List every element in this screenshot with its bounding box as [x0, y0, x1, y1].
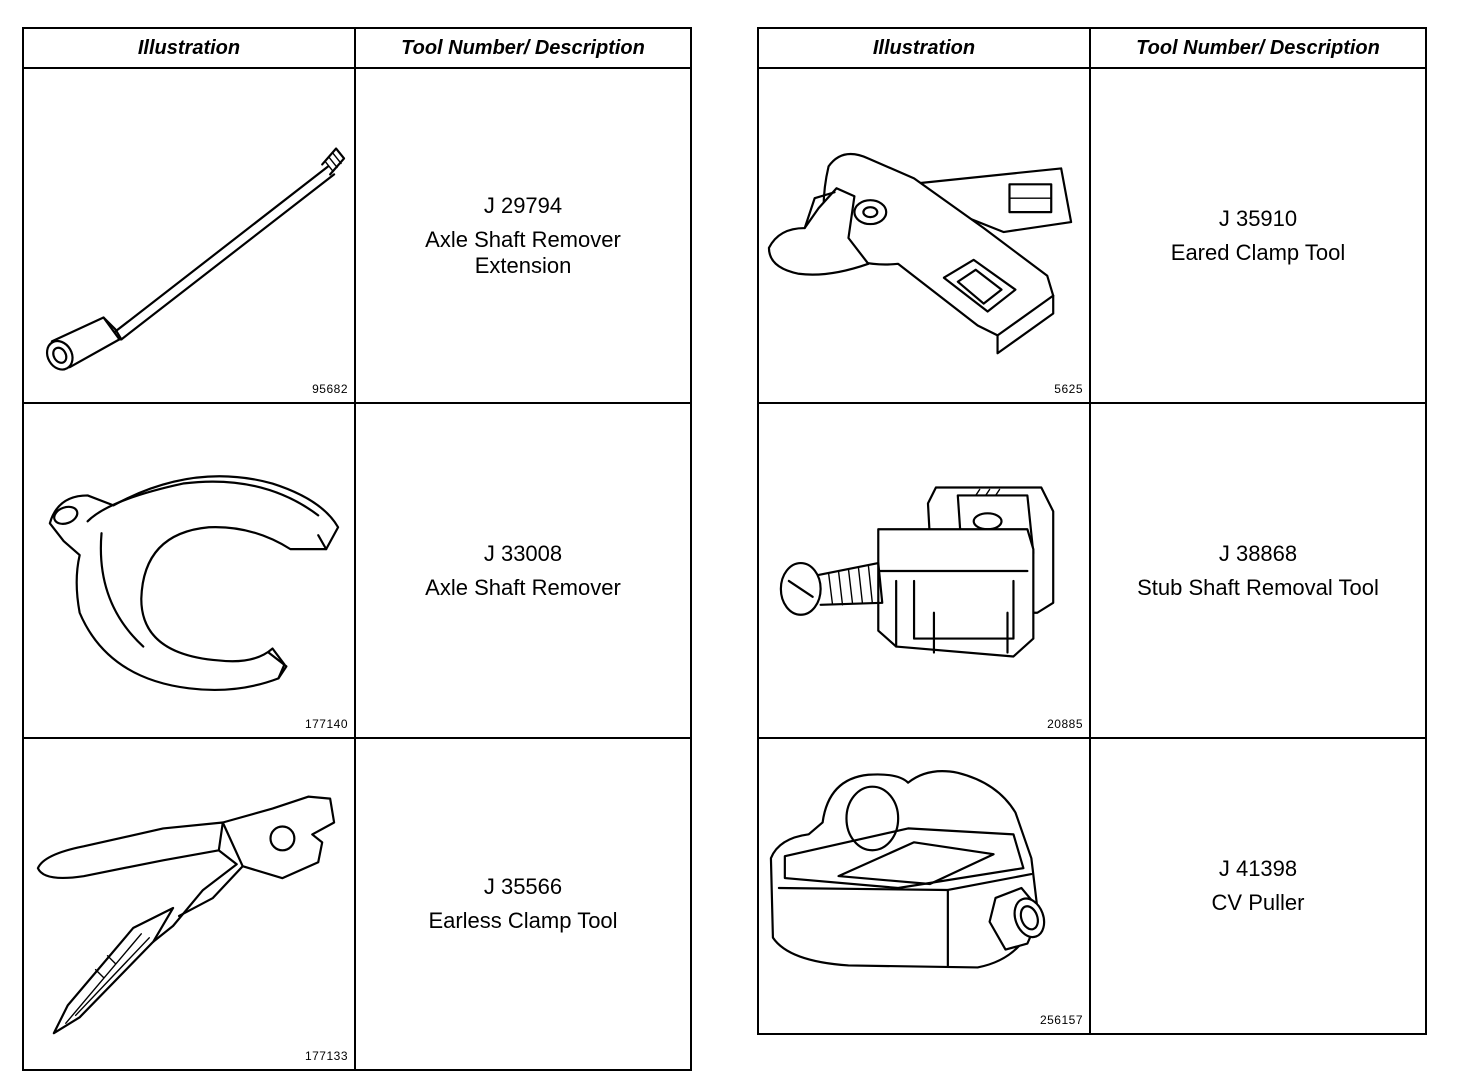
tool-name: Earless Clamp Tool	[428, 908, 618, 933]
description-column-header: Tool Number/ Description	[1089, 27, 1427, 69]
illustration-cell: 95682	[22, 67, 356, 404]
cv-puller-icon	[769, 770, 1046, 969]
tool-number: J 33008	[483, 540, 563, 566]
tool-name: Axle Shaft Remover Extension	[425, 226, 621, 278]
figure-number: 95682	[312, 382, 348, 396]
illustration-cell: 177133	[22, 737, 356, 1071]
description-cell: J 33008 Axle Shaft Remover	[354, 402, 692, 739]
description-cell: J 29794 Axle Shaft Remover Extension	[354, 67, 692, 404]
table-row: 256157 J 41398 CV Puller	[757, 737, 1427, 1035]
table-row: 5625 J 35910 Eared Clamp Tool	[757, 67, 1427, 404]
table-header-row: Illustration Tool Number/ Description	[22, 27, 692, 69]
figure-number: 177133	[304, 1049, 348, 1063]
table-row: 177133 J 35566 Earless Clamp Tool	[22, 737, 692, 1071]
table-row: 177140 J 33008 Axle Shaft Remover	[22, 402, 692, 739]
eared-clamp-tool-icon	[767, 152, 1073, 355]
tool-number: J 35910	[1218, 205, 1298, 231]
axle-shaft-remover-icon	[48, 475, 340, 691]
description-column-header: Tool Number/ Description	[354, 27, 692, 69]
special-tools-table-right: Illustration Tool Number/ Description	[757, 27, 1427, 1035]
tool-number: J 29794	[483, 192, 563, 218]
axle-shaft-remover-extension-icon	[45, 147, 346, 371]
illustration-cell: 256157	[757, 737, 1091, 1035]
table-row: 95682 J 29794 Axle Shaft Remover Extensi…	[22, 67, 692, 404]
figure-number: 20885	[1047, 717, 1083, 731]
figure-number: 256157	[1039, 1013, 1083, 1027]
table-row: 20885 J 38868 Stub Shaft Removal Tool	[757, 402, 1427, 739]
tool-number: J 38868	[1218, 540, 1298, 566]
tool-name: Eared Clamp Tool	[1170, 239, 1346, 265]
description-cell: J 41398 CV Puller	[1089, 737, 1427, 1035]
figure-number: 177140	[304, 717, 348, 731]
description-cell: J 38868 Stub Shaft Removal Tool	[1089, 402, 1427, 739]
description-cell: J 35910 Eared Clamp Tool	[1089, 67, 1427, 404]
tool-number: J 41398	[1218, 856, 1298, 881]
table-header-row: Illustration Tool Number/ Description	[757, 27, 1427, 69]
description-cell: J 35566 Earless Clamp Tool	[354, 737, 692, 1071]
illustration-cell: 20885	[757, 402, 1091, 739]
tool-number: J 35566	[483, 874, 563, 899]
illustration-column-header: Illustration	[757, 27, 1091, 69]
special-tools-table-left: Illustration Tool Number/ Description	[22, 27, 692, 1071]
illustration-column-header: Illustration	[22, 27, 356, 69]
stub-shaft-removal-tool-icon	[779, 486, 1055, 658]
illustration-cell: 5625	[757, 67, 1091, 404]
figure-number: 5625	[1054, 382, 1083, 396]
illustration-cell: 177140	[22, 402, 356, 739]
tool-name: Stub Shaft Removal Tool	[1137, 574, 1379, 600]
tool-name: CV Puller	[1211, 890, 1305, 915]
earless-clamp-tool-icon	[36, 795, 336, 1035]
tool-name: Axle Shaft Remover	[425, 574, 621, 600]
